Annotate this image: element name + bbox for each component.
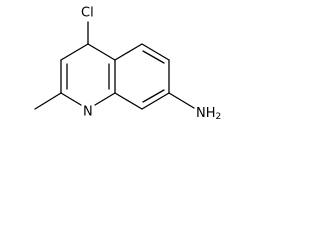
ring-nitrogen-label: N bbox=[83, 105, 93, 120]
bond-c4a-c5 bbox=[114, 43, 143, 61]
bond-c7-c8-inner bbox=[142, 89, 165, 103]
bond-c4-c3 bbox=[60, 43, 89, 61]
amine-nh-text: NH bbox=[196, 106, 216, 121]
amine-label: NH2 bbox=[196, 106, 221, 122]
bond-c5-c6-inner bbox=[142, 50, 165, 64]
bond-n1-c8a bbox=[94, 92, 116, 106]
bond-c5-c6 bbox=[141, 43, 170, 61]
bond-c2-n1 bbox=[60, 92, 82, 106]
amine-subscript: 2 bbox=[216, 112, 222, 122]
bond-c7-nh2 bbox=[168, 92, 195, 109]
bond-c8-c8a bbox=[114, 92, 143, 110]
bond-c7-c8 bbox=[141, 92, 170, 110]
bond-c4a-c4 bbox=[87, 43, 116, 61]
bond-c2-methyl bbox=[34, 92, 62, 110]
structural-formula: Cl N NH2 bbox=[34, 6, 221, 122]
chlorine-label: Cl bbox=[81, 6, 94, 21]
